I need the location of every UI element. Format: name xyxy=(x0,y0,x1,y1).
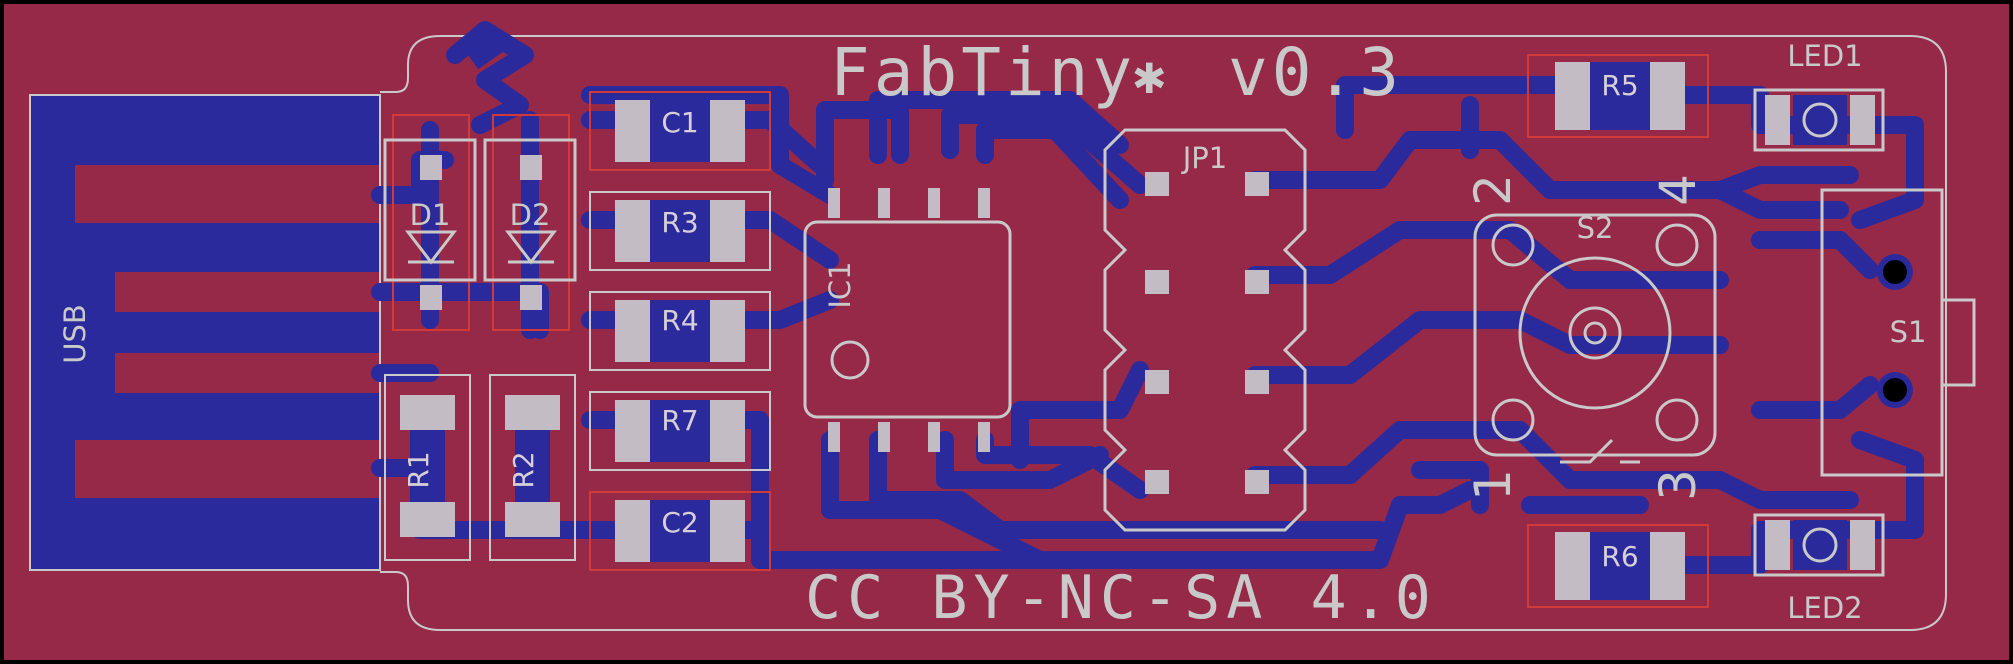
title-asterisk-icon: ✱ xyxy=(1133,43,1170,106)
led-led1: LED1 xyxy=(1753,39,1885,152)
s2-pin-3: 3 xyxy=(1649,469,1707,501)
version-text: v0.3 xyxy=(1228,34,1403,111)
d1-label: D1 xyxy=(410,198,451,232)
d2-label: D2 xyxy=(510,198,551,232)
jp1-label: JP1 xyxy=(1181,141,1228,175)
jumper-jp1: JP1 xyxy=(1103,128,1307,532)
diode-d2: D2 xyxy=(483,114,577,331)
c2-label: C2 xyxy=(661,506,698,539)
resistor-r6: R6 xyxy=(1527,524,1709,608)
r4-label: R4 xyxy=(661,304,698,337)
ic1-label: IC1 xyxy=(823,261,857,308)
capacitor-c2: C2 xyxy=(589,491,771,571)
switch-s2: S2 2 4 1 3 xyxy=(1464,174,1717,501)
resistor-r4: R4 xyxy=(589,291,771,371)
s2-pin-1: 1 xyxy=(1464,469,1522,501)
r5-label: R5 xyxy=(1601,69,1638,102)
led1-label: LED1 xyxy=(1787,39,1862,73)
usb-connector xyxy=(29,94,381,571)
resistor-r1: R1 xyxy=(384,374,471,561)
led-led2: LED2 xyxy=(1753,513,1885,625)
s1-label: S1 xyxy=(1890,315,1927,349)
usb-label: USB xyxy=(58,304,92,364)
s2-pin-4: 4 xyxy=(1649,174,1707,206)
r1-label: R1 xyxy=(402,451,435,488)
title-text: FabTiny xyxy=(830,34,1136,111)
copper-logo-mark xyxy=(446,21,534,134)
resistor-r3: R3 xyxy=(589,191,771,271)
capacitor-c1: C1 xyxy=(589,91,771,171)
r7-label: R7 xyxy=(661,404,698,437)
switch-s1: S1 xyxy=(1820,188,1976,477)
r3-label: R3 xyxy=(661,206,698,239)
s2-pin-2: 2 xyxy=(1464,174,1522,206)
s2-label: S2 xyxy=(1577,211,1614,245)
resistor-r7: R7 xyxy=(589,391,771,471)
ic1-chip: IC1 xyxy=(803,188,1012,452)
r6-label: R6 xyxy=(1601,540,1638,573)
c1-label: C1 xyxy=(661,106,698,139)
board-title: FabTiny ✱ v0.3 xyxy=(830,34,1403,111)
license-text: CC BY-NC-SA 4.0 xyxy=(805,563,1437,633)
resistor-r2: R2 xyxy=(489,374,576,561)
diode-d1: D1 xyxy=(383,114,477,331)
board-outline xyxy=(380,35,1947,631)
r2-label: R2 xyxy=(507,451,540,488)
led2-label: LED2 xyxy=(1787,591,1862,625)
resistor-r5: R5 xyxy=(1527,54,1709,138)
